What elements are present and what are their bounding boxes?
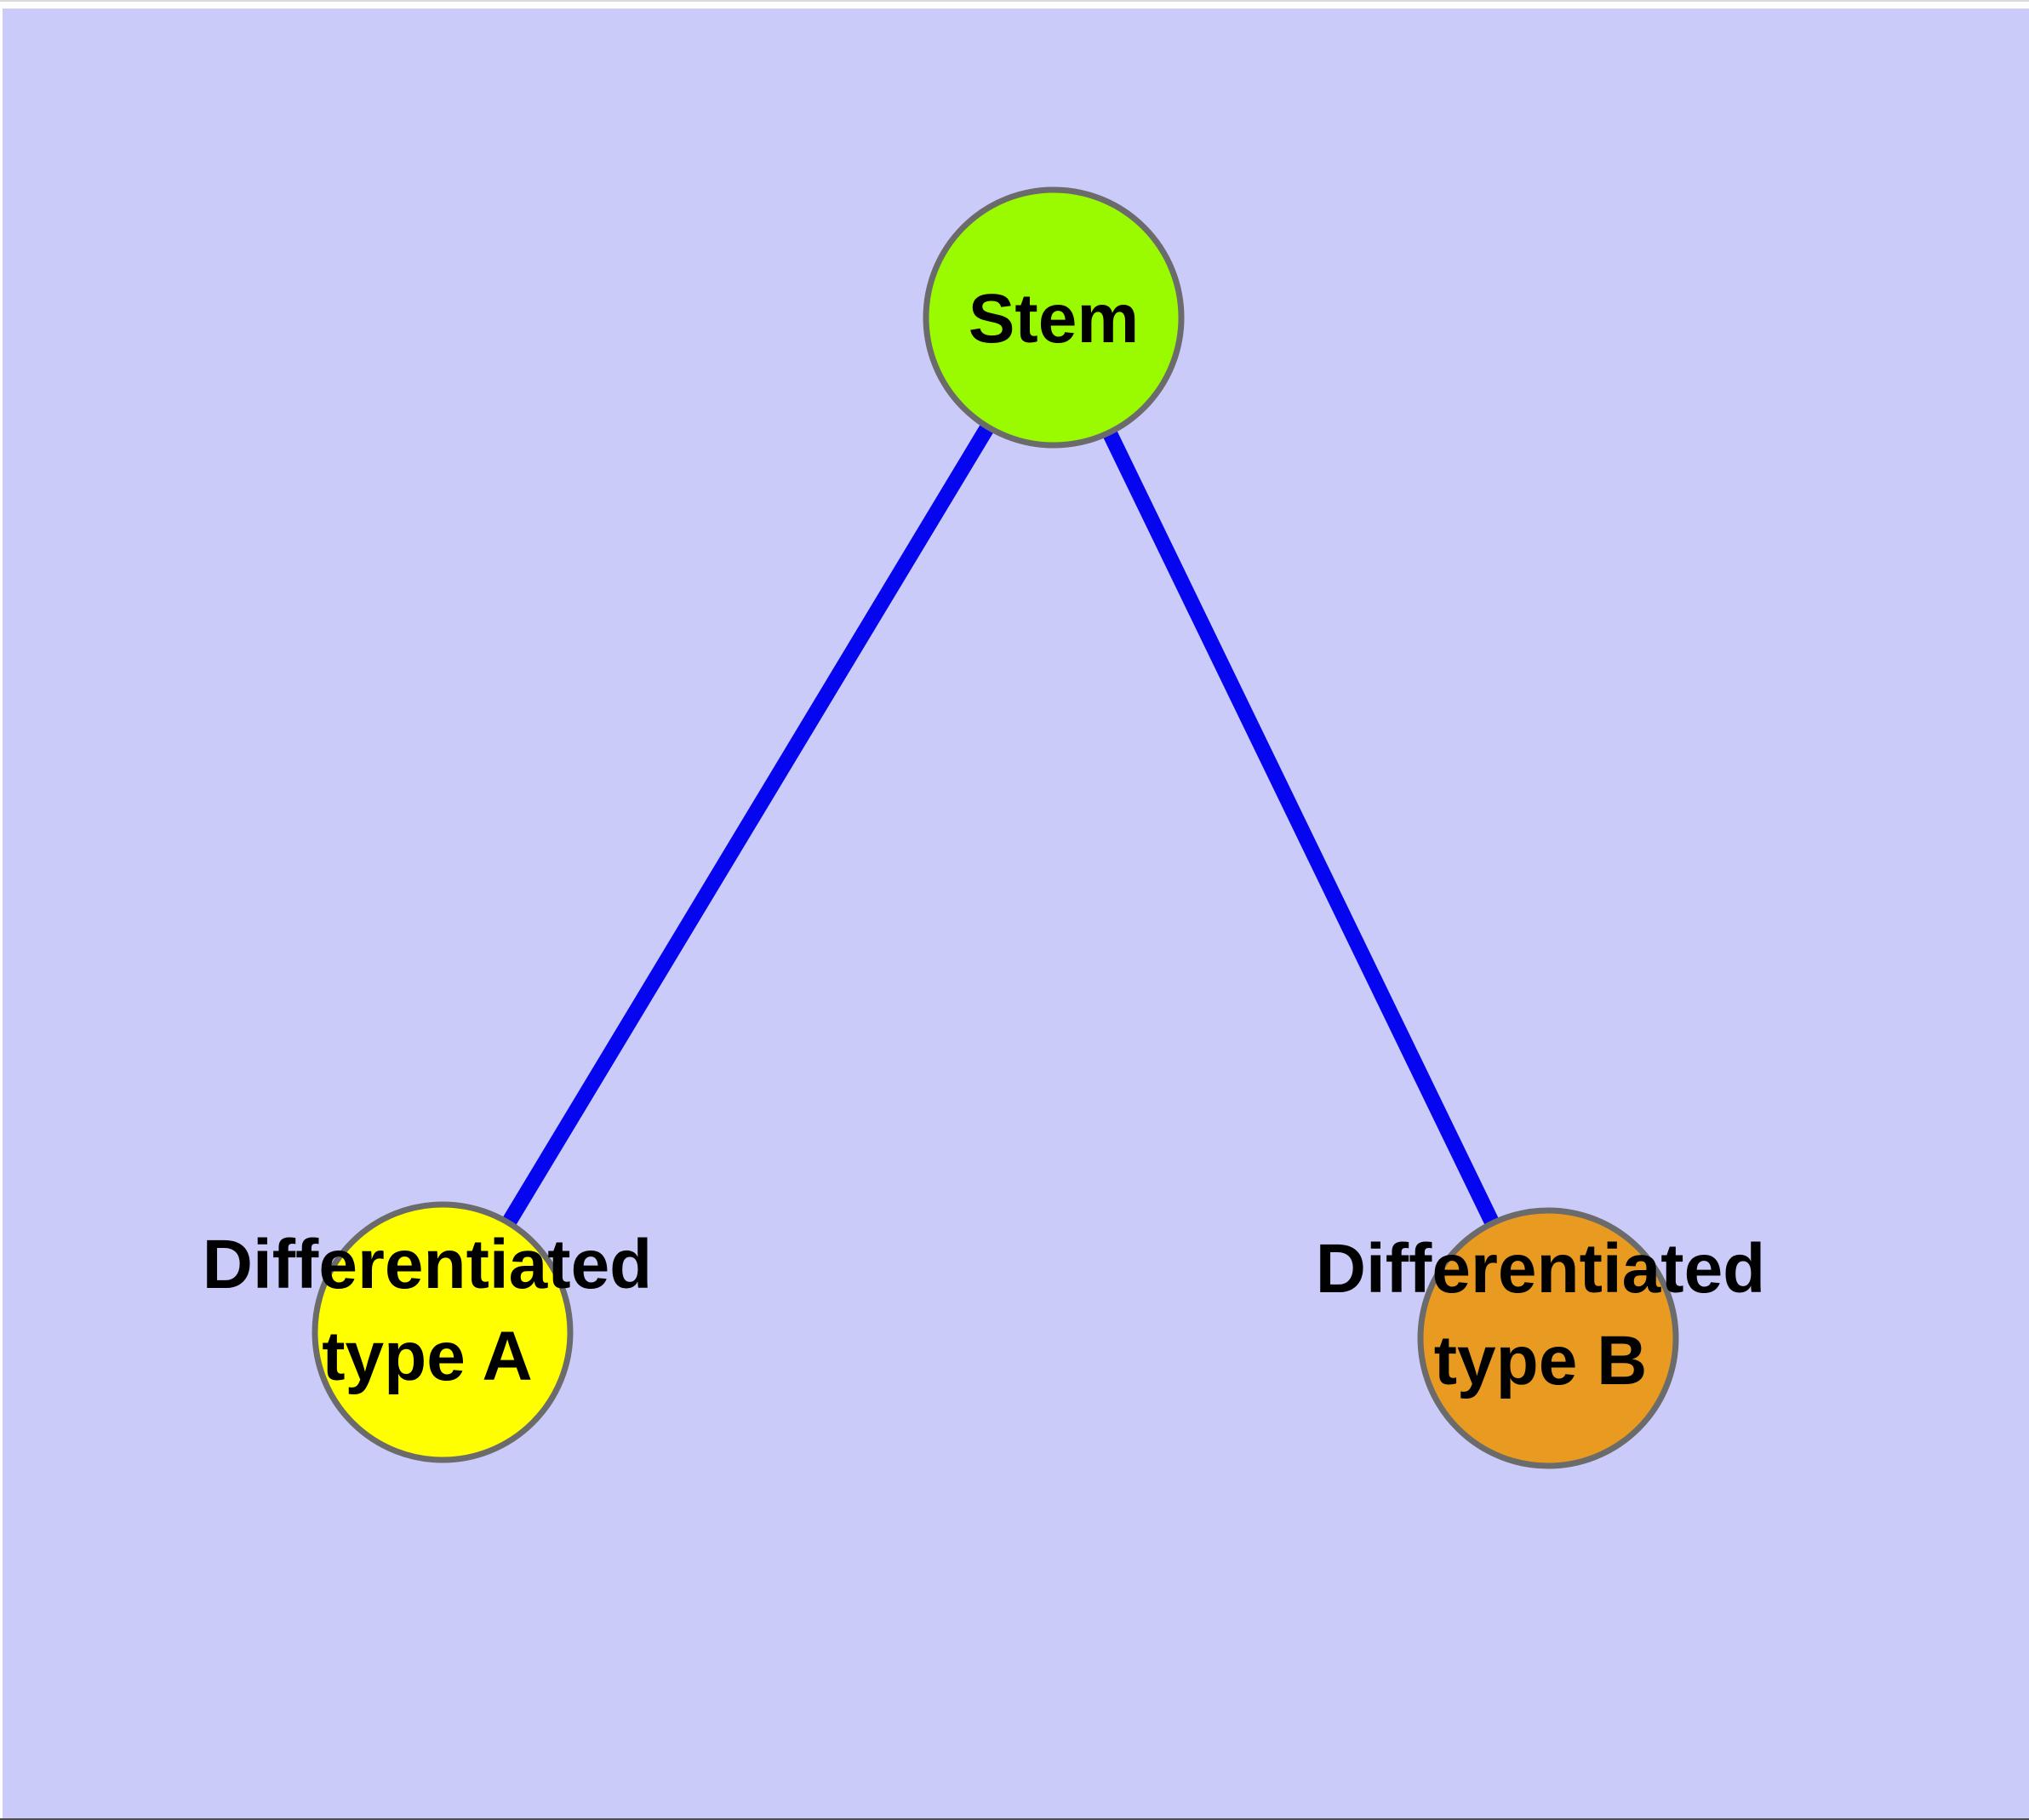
node-differentiated-type-b[interactable] xyxy=(1417,1207,1679,1469)
node-differentiated-type-a[interactable] xyxy=(311,1201,574,1463)
node-stem[interactable] xyxy=(923,186,1185,449)
edge-stem-to-type-b xyxy=(1046,314,1556,1342)
edge-stem-to-type-a xyxy=(436,313,1060,1336)
window-bottom-line xyxy=(0,1818,2029,1820)
window-top-hairline xyxy=(0,0,2029,2)
window-top-strip xyxy=(0,2,2029,9)
